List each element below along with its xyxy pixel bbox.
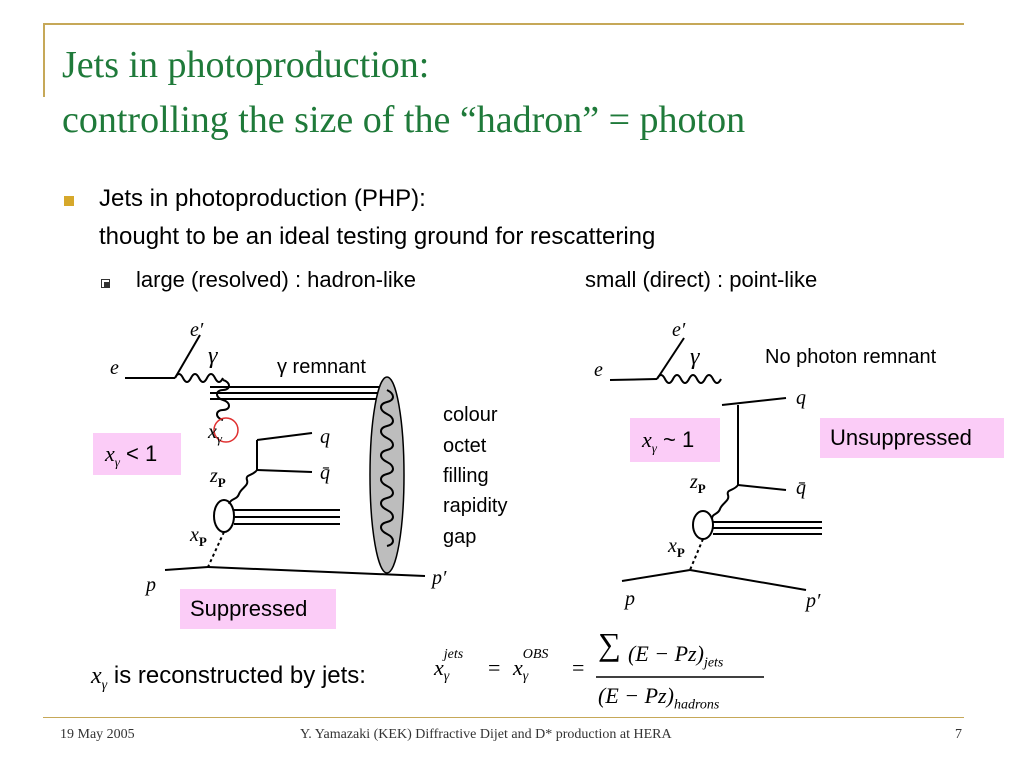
left-gamma-remnant-label: γ remnant	[277, 356, 366, 378]
right-e-label: e	[594, 359, 603, 381]
left-xgamma-circle	[213, 417, 239, 443]
left-e-label: e	[110, 357, 119, 379]
right-gluon-curly	[711, 484, 739, 520]
slide-title-line1: Jets in photoproduction:	[62, 44, 430, 86]
formula-equals-1: =	[488, 655, 501, 680]
left-gamma-label: γ	[208, 343, 218, 369]
left-gluon-lower-curly	[228, 469, 258, 505]
right-proton-in	[621, 569, 691, 582]
right-electron-in-line	[609, 378, 658, 381]
right-e-prime-label: e′	[672, 319, 686, 341]
formula-sum-symbol: ∑	[598, 626, 621, 662]
gap-text-line1: colour	[443, 404, 498, 426]
unsuppressed-box: Unsuppressed	[820, 418, 1004, 458]
gap-text-line4: rapidity	[443, 495, 508, 517]
right-electron-out-line	[656, 337, 685, 380]
subbullet-square-icon	[101, 279, 110, 288]
left-xgamma-lt1-box: xγ < 1	[93, 433, 181, 475]
right-photon-wavy-line	[656, 374, 722, 384]
gap-text-line5: gap	[443, 526, 477, 548]
subbullet-right-text: small (direct) : point-like	[585, 267, 818, 292]
left-electron-out-line	[174, 334, 201, 379]
right-p-prime-label: p′	[806, 590, 821, 612]
left-q-label: q	[320, 426, 330, 448]
left-photon-wavy-line	[174, 373, 224, 383]
right-qbar-label: q̄	[796, 477, 806, 499]
right-pomeron-blob	[692, 510, 714, 540]
formula-lead-text: xγ is reconstructed by jets:	[91, 662, 366, 693]
right-diagram	[609, 337, 822, 591]
left-xgamma-label: xγ	[208, 421, 223, 446]
subbullet-left-text: large (resolved) : hadron-like	[136, 267, 417, 292]
left-p-label: p	[146, 574, 156, 596]
footer-date: 19 May 2005	[60, 727, 135, 742]
left-zp-label: zP	[210, 465, 226, 490]
right-q-line	[721, 397, 787, 406]
footer-page-number: 7	[955, 727, 962, 742]
left-p-prime-label: p′	[432, 567, 447, 589]
right-qbar-line	[737, 484, 787, 491]
formula-numerator: (E − Pz)jets	[628, 641, 724, 671]
right-zp-label: zP	[690, 471, 706, 496]
left-qbar-line	[256, 469, 313, 473]
right-pomeron-dashed	[689, 538, 704, 571]
left-octet-gluon-curly	[380, 389, 394, 547]
formula-equals-2: =	[572, 655, 585, 680]
bullet-square-icon	[64, 196, 74, 206]
gap-text-line2: octet	[443, 435, 487, 457]
left-xp-label: xP	[190, 524, 207, 549]
left-q-line	[256, 432, 313, 441]
suppressed-box: Suppressed	[180, 589, 336, 629]
left-qbar-label: q̄	[320, 462, 330, 484]
left-pomeron-dashed	[207, 531, 225, 568]
right-p-label: p	[625, 588, 635, 610]
right-xp-label: xP	[668, 535, 685, 560]
title-frame-left-rule	[43, 23, 45, 97]
right-xgamma-approx1-box: xγ ~ 1	[630, 418, 720, 462]
footer-center-text: Y. Yamazaki (KEK) Diffractive Dijet and …	[300, 727, 672, 742]
bullet-line2: thought to be an ideal testing ground fo…	[99, 223, 656, 250]
right-q-label: q	[796, 387, 806, 409]
slide-title-line2: controlling the size of the “hadron” = p…	[62, 99, 746, 141]
left-pomeron-blob	[213, 499, 235, 533]
right-proton-out	[689, 569, 807, 591]
formula-denominator: (E − Pz)hadrons	[598, 683, 720, 713]
footer-rule	[43, 717, 964, 718]
left-proton-in	[164, 566, 209, 571]
gap-text-line3: filling	[443, 465, 489, 487]
bullet-line1: Jets in photoproduction (PHP):	[99, 185, 426, 212]
right-gamma-label: γ	[690, 344, 700, 370]
left-e-prime-label: e′	[190, 319, 204, 341]
left-diagram	[125, 334, 426, 577]
no-photon-remnant-label: No photon remnant	[765, 346, 937, 368]
left-proton-out	[207, 566, 426, 577]
title-frame-top-rule	[43, 23, 964, 25]
